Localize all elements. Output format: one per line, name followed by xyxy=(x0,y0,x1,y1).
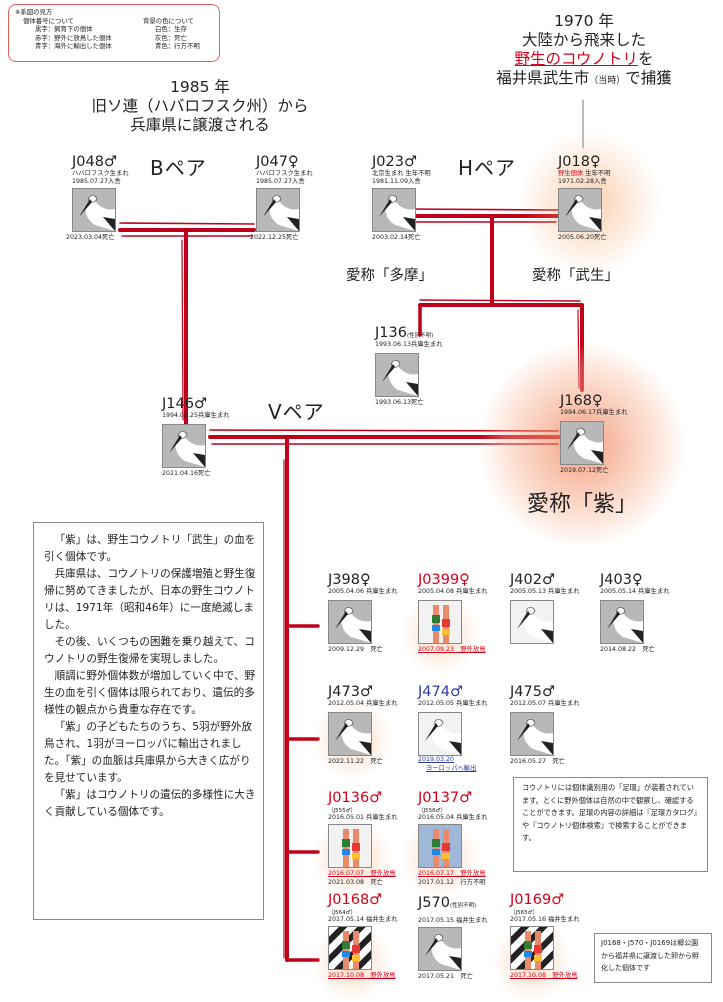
stork-photo xyxy=(418,712,462,756)
bird-J398[interactable]: J398♀ 2005.04.06 兵庫生まれ 2009.12.29 死亡 xyxy=(328,572,398,653)
stork-silhouette xyxy=(517,719,553,755)
pair-label-h: Hペア xyxy=(458,156,517,180)
stork-photo xyxy=(418,927,462,971)
bird-J023[interactable]: J023♂ 北京生まれ 生年不明 1981.11.09入舎 2003.02.14… xyxy=(372,154,431,241)
bird-J0136[interactable]: J0136♂ （J555♂） 2016.05.01 兵庫生まれ 2016.07.… xyxy=(328,790,398,886)
stork-silhouette xyxy=(169,431,205,467)
leg-ring-photo xyxy=(328,926,372,970)
pair-label-b: Bペア xyxy=(150,156,207,180)
nickname-tama: 愛称「多摩」 xyxy=(346,268,433,284)
stork-silhouette xyxy=(517,607,553,643)
stork-photo xyxy=(328,712,372,756)
bird-J0168[interactable]: J0168♂ （J564♂） 2017.05.14 福井生まれ 2017.10.… xyxy=(328,892,398,979)
headline-1970: 1970 年 大陸から飛来した 野生のコウノトリを 福井県武生市（当時）で捕獲 xyxy=(496,12,672,87)
stork-silhouette xyxy=(565,195,601,231)
stork-silhouette xyxy=(425,719,461,755)
leg-ring-graphic xyxy=(524,931,542,969)
leg-ring-photo xyxy=(418,824,462,868)
leg-ring-photo xyxy=(328,824,372,868)
leg-ring-photo xyxy=(510,926,554,970)
stork-photo xyxy=(72,188,116,232)
stork-photo xyxy=(162,424,206,468)
stork-photo xyxy=(558,188,602,232)
nickname-murasaki: 愛称「紫」 xyxy=(527,492,638,517)
bird-J168[interactable]: J168♀ 1994.06.17兵庫生まれ 2019.07.12死亡 xyxy=(560,393,628,474)
stork-photo xyxy=(600,600,644,644)
fukui-note: J0168・J570・J0169は郷公園から福井県に譲渡した卵から孵化した個体で… xyxy=(594,933,712,983)
stork-silhouette xyxy=(79,195,115,231)
bird-J570[interactable]: J570(性別不明) 2017.05.15 福井生まれ 2017.05.21 死… xyxy=(418,895,488,980)
bird-J136[interactable]: J136(性別不明) 1993.06.13兵庫生まれ 1993.06.13死亡 xyxy=(375,325,443,406)
stork-silhouette xyxy=(335,719,371,755)
bird-J146[interactable]: J146♂ 1994.03.25兵庫生まれ 2021.04.16死亡 xyxy=(162,396,230,477)
bird-J475[interactable]: J475♂ 2012.05.07 兵庫生まれ 2016.05.27 死亡 xyxy=(510,684,580,765)
stork-silhouette xyxy=(607,607,643,643)
stork-photo xyxy=(375,353,419,397)
stork-photo xyxy=(560,421,604,465)
bird-J473[interactable]: J473♂ 2012.05.04 兵庫生まれ 2022.11.22 死亡 xyxy=(328,684,398,765)
stork-silhouette xyxy=(382,360,418,396)
bird-J0169[interactable]: J0169♂ （J565♂） 2017.05.16 福井生まれ 2017.10.… xyxy=(510,892,580,979)
stork-silhouette xyxy=(263,195,299,231)
bird-J402[interactable]: J402♂ 2005.05.13 兵庫生まれ xyxy=(510,572,580,644)
stork-silhouette xyxy=(425,934,461,970)
stork-silhouette xyxy=(567,428,603,464)
description-box: 「紫」は、野生コウノトリ「武生」の血を引く個体です。 兵庫県は、コウノトリの保護… xyxy=(33,522,264,920)
bird-J0399[interactable]: J0399♀ 2005.04.08 兵庫生まれ 2007.09.23 野外放鳥 xyxy=(418,572,488,653)
leg-ring-graphic xyxy=(342,829,360,867)
pair-label-v: Vペア xyxy=(268,400,325,424)
stork-photo xyxy=(328,600,372,644)
headline-1985: 1985 年 旧ソ連（ハバロフスク州）から 兵庫県に譲渡される xyxy=(91,78,309,134)
nickname-takefu: 愛称「武生」 xyxy=(532,268,619,284)
bird-J048[interactable]: J048♂ ハバロフスク生まれ 1985.07.27入舎 2023.03.04死… xyxy=(66,154,129,241)
bird-J018[interactable]: J018♀ 野生個体 生年不明 1971.02.28入舎 2005.06.20死… xyxy=(558,154,611,241)
leg-ring-graphic xyxy=(432,829,450,867)
stork-photo xyxy=(256,188,300,232)
stork-photo xyxy=(510,712,554,756)
legend-box: ※系図の見方 個体番号について背景の色について 黒字：飼育下の個体白色：生存 赤… xyxy=(8,4,220,62)
stork-silhouette xyxy=(335,607,371,643)
leg-ring-note: コウノトリには個体識別用の「足環」が装着されています。とくに野外個体は自然の中で… xyxy=(513,777,708,872)
leg-ring-graphic xyxy=(342,931,360,969)
stork-silhouette xyxy=(379,195,415,231)
bird-J047[interactable]: J047♀ ハバロフスク生まれ 1985.07.27入舎 2022.12.25死… xyxy=(250,154,313,241)
bird-J474[interactable]: J474♂ 2012.05.05 兵庫生まれ 2019.03.20 ヨーロッパへ… xyxy=(418,684,488,772)
bird-J403[interactable]: J403♀ 2005.05.14 兵庫生まれ 2014.08.22 死亡 xyxy=(600,572,670,653)
stork-photo xyxy=(510,600,554,644)
stork-photo xyxy=(372,188,416,232)
leg-ring-photo xyxy=(418,600,462,644)
bird-J0137[interactable]: J0137♂ （J556♂） 2016.05.04 兵庫生まれ 2016.07.… xyxy=(418,790,488,886)
leg-ring-graphic xyxy=(432,605,450,643)
